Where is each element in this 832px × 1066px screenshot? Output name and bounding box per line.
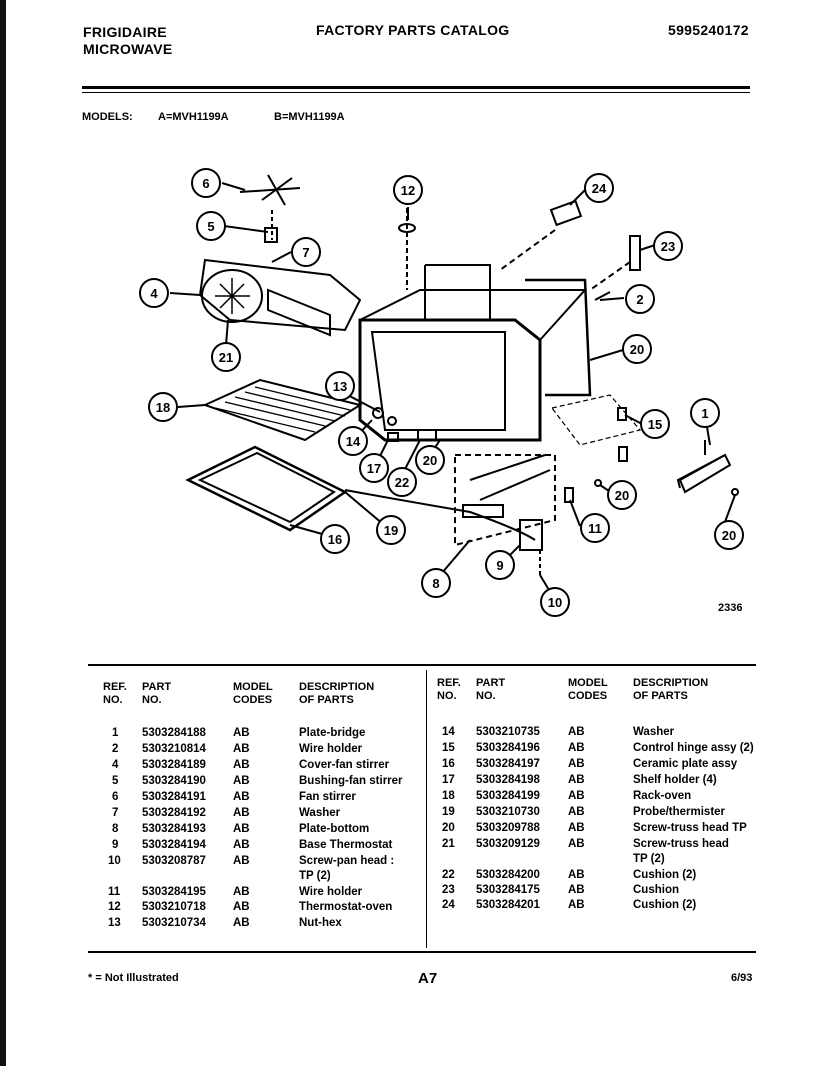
callout-18: 18	[156, 400, 170, 415]
table-divider	[426, 670, 427, 948]
model-a: A=MVH1199A	[158, 111, 229, 123]
callout-20a: 20	[630, 342, 644, 357]
catalog-number: 5995240172	[668, 22, 749, 38]
figure-number: 2336	[718, 602, 742, 614]
callout-1: 1	[701, 406, 708, 421]
callout-2: 2	[636, 292, 643, 307]
callout-4: 4	[150, 286, 158, 301]
callout-5: 5	[207, 219, 214, 234]
header-rule	[82, 86, 750, 89]
callout-19: 19	[384, 523, 398, 538]
header-ref-left: REF.NO.	[103, 681, 127, 706]
callout-8: 8	[432, 576, 439, 591]
callout-20b: 20	[423, 453, 437, 468]
product-label: MICROWAVE	[83, 41, 173, 57]
header-rule-thin	[82, 92, 750, 93]
callout-6: 6	[202, 176, 209, 191]
callout-7: 7	[302, 245, 309, 260]
callout-11: 11	[588, 521, 602, 536]
not-illustrated-note: * = Not Illustrated	[88, 972, 179, 984]
callout-24: 24	[592, 181, 607, 196]
callout-20c: 20	[615, 488, 629, 503]
callout-17: 17	[367, 461, 381, 476]
models-label: MODELS:	[82, 111, 133, 123]
callout-16: 16	[328, 532, 342, 547]
header-ref-right: REF.NO.	[437, 677, 461, 702]
table-bottom-rule	[88, 951, 756, 953]
table-top-rule	[88, 664, 756, 666]
model-b: B=MVH1199A	[274, 111, 345, 123]
fan-stirrer-shape	[239, 174, 301, 206]
exploded-parts-diagram: 6 5 7 4 21 12 24 23 2 20 13 18 14 17 22 …	[139, 168, 744, 617]
callout-labels: 6 5 7 4 21 12 24 23 2 20 13 18 14 17 22 …	[150, 176, 736, 610]
callout-21: 21	[219, 350, 233, 365]
callout-circles	[139, 168, 744, 617]
callout-22: 22	[395, 475, 409, 490]
callout-20d: 20	[722, 528, 736, 543]
callout-23: 23	[661, 239, 675, 254]
catalog-title: FACTORY PARTS CATALOG	[316, 22, 510, 38]
revision-date: 6/93	[731, 972, 753, 984]
brand-label: FRIGIDAIRE	[83, 24, 167, 40]
callout-12: 12	[401, 183, 415, 198]
callout-10: 10	[548, 595, 562, 610]
page-number: A7	[418, 970, 438, 987]
callout-15: 15	[648, 417, 662, 432]
callout-13: 13	[333, 379, 347, 394]
callout-14: 14	[346, 434, 361, 449]
scan-edge	[0, 0, 6, 1066]
callout-9: 9	[496, 558, 503, 573]
